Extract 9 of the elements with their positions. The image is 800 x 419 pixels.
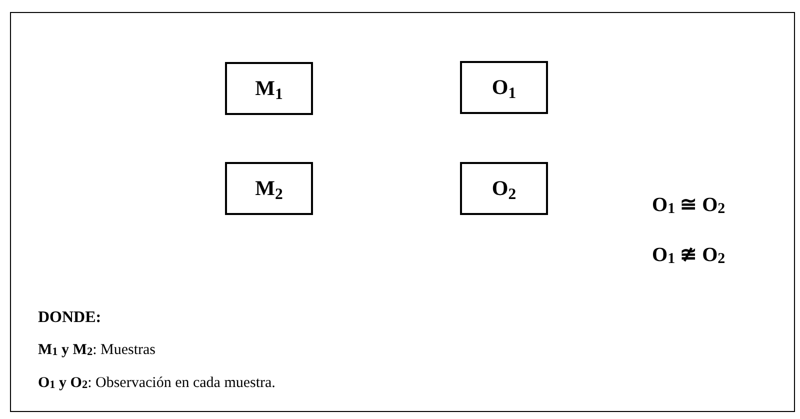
variable-box: M$_{1}$ — [225, 62, 313, 115]
equation-label: O$_{1}$ ≅ O$_{2}$ — [652, 193, 726, 218]
legend-heading: DONDE: — [38, 308, 102, 328]
variable-box: M$_{2}$ — [225, 162, 313, 215]
legend-note: O$_{1}$ y O$_{2}$: Observación en cada muestra. — [38, 374, 276, 394]
legend-note: M$_{1}$ y M$_{2}$: Muestras — [38, 341, 156, 360]
equation-label: O$_{1}$ ≇ O$_{2}$ — [652, 243, 726, 268]
variable-box: O$_{1}$ — [460, 61, 548, 114]
variable-box: O$_{2}$ — [460, 162, 548, 215]
